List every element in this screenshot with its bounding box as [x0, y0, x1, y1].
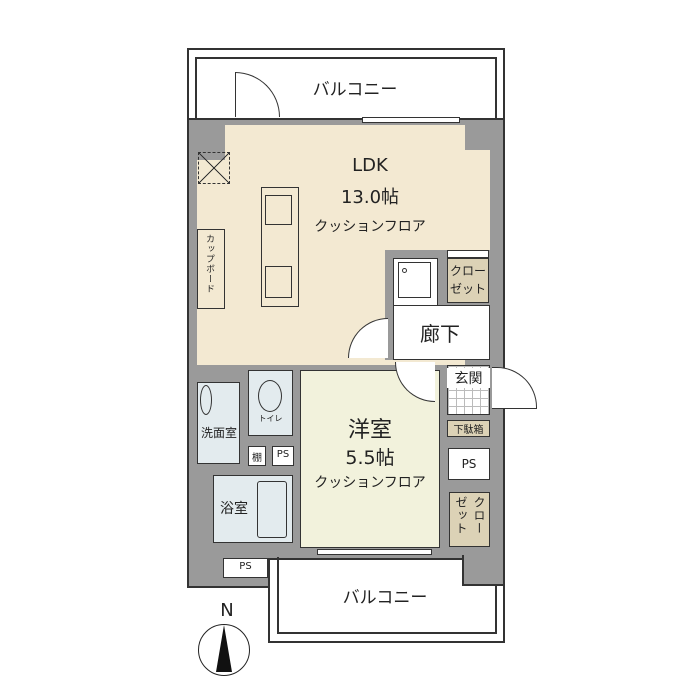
closet-hall-label-2: ゼット: [449, 282, 486, 296]
kitchen-island: [261, 187, 299, 307]
washroom-label: 洗面室: [200, 426, 237, 440]
ps-label-1: PS: [461, 457, 477, 471]
cupboard-label: カップボード: [204, 234, 214, 294]
shelf: [248, 446, 266, 466]
south-balcony-inner: [277, 557, 497, 634]
ps-label-3: PS: [239, 561, 252, 572]
shoe-box[interactable]: [447, 420, 490, 437]
western-room-size: 5.5帖: [345, 447, 395, 469]
toilet-label: トイレ: [258, 414, 283, 423]
sink-icon: [200, 385, 212, 415]
south-window[interactable]: [317, 549, 432, 555]
toilet-icon: [258, 380, 282, 412]
closet-hall-label-1: クロー: [449, 264, 486, 278]
north-balcony-inner: [195, 57, 497, 123]
north-balcony-label: バルコニー: [312, 80, 398, 100]
drain-icon: [402, 268, 407, 273]
stove-icon: [265, 266, 292, 298]
ventilation-icon: [198, 152, 230, 184]
south-wall-block: [462, 555, 503, 586]
western-room: [300, 370, 440, 548]
ps-box-room: [448, 448, 490, 480]
bathtub-icon: [257, 481, 287, 538]
bathroom-label: 浴室: [220, 501, 248, 517]
kitchen-sink-icon: [265, 195, 292, 225]
hallway-label: 廊下: [420, 322, 460, 346]
western-room-floor: クッションフロア: [314, 475, 426, 491]
ldk-name: LDK: [352, 155, 388, 176]
ps-label-2: PS: [276, 449, 290, 460]
closet-room-label-1: クロー: [472, 496, 486, 535]
closet-hall[interactable]: [447, 258, 489, 303]
closet-rail: [447, 250, 489, 258]
bathroom: [213, 475, 293, 543]
front-door[interactable]: [492, 367, 537, 409]
ldk-room-ext3: [380, 125, 465, 155]
hallway: [393, 305, 490, 360]
ldk-size: 13.0帖: [340, 187, 400, 208]
ldk-room-ext2: [440, 150, 490, 250]
closet-room[interactable]: [449, 492, 490, 547]
ps-box-3: [223, 558, 268, 578]
cupboard: [197, 229, 225, 309]
north-window[interactable]: [362, 117, 460, 123]
shelf-label: 棚: [252, 453, 262, 464]
entrance-label: 玄関: [447, 368, 490, 388]
western-room-name: 洋室: [347, 418, 392, 443]
compass-icon: [198, 624, 250, 676]
ps-box-2: [272, 446, 294, 466]
shoe-box-label: 下駄箱: [453, 425, 484, 436]
ldk-floor: クッションフロア: [314, 219, 426, 235]
south-balcony-label: バルコニー: [342, 588, 428, 608]
closet-room-label-2: ゼット: [454, 496, 468, 535]
compass-north-label: N: [220, 600, 234, 621]
